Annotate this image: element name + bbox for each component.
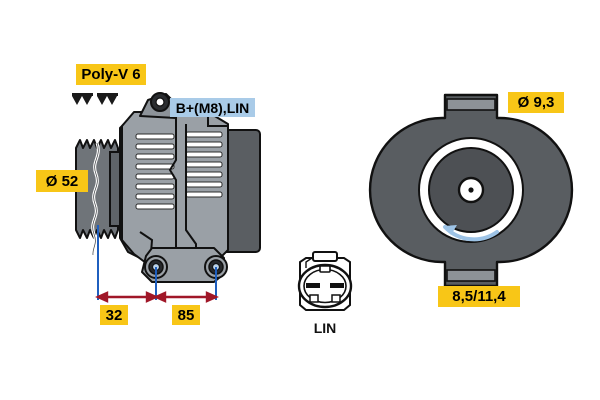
alternator-mounting-end-view	[368, 93, 574, 288]
alternator-side-view	[72, 92, 261, 303]
label-bore-diameter: Ø 9,3	[508, 92, 564, 113]
label-b-plus-terminal: B+(M8),LIN	[170, 98, 255, 117]
lin-connector-detail	[297, 251, 353, 311]
b-plus-terminal-post	[139, 92, 177, 119]
upper-mounting-tab	[446, 98, 496, 111]
label-lin-connector: LIN	[313, 320, 337, 336]
stator-housing	[121, 111, 229, 267]
mounting-foot-bar	[141, 247, 228, 283]
label-dimension-32: 32	[100, 305, 128, 325]
label-mount-thickness: 8,5/11,4	[438, 286, 520, 307]
dimension-lines	[95, 291, 219, 303]
dimension-extension-lines	[97, 225, 217, 300]
poly-v-groove-symbol	[72, 93, 118, 105]
lin-connector-pins	[306, 283, 344, 288]
cooling-fins	[135, 131, 223, 210]
label-dimension-85: 85	[172, 305, 200, 325]
lower-mounting-tab	[446, 269, 496, 282]
label-pulley-diameter: Ø 52	[36, 170, 88, 192]
center-hub-dot	[468, 187, 474, 193]
label-poly-v: Poly-V 6	[76, 64, 146, 85]
rotation-direction-arrow	[443, 225, 499, 242]
